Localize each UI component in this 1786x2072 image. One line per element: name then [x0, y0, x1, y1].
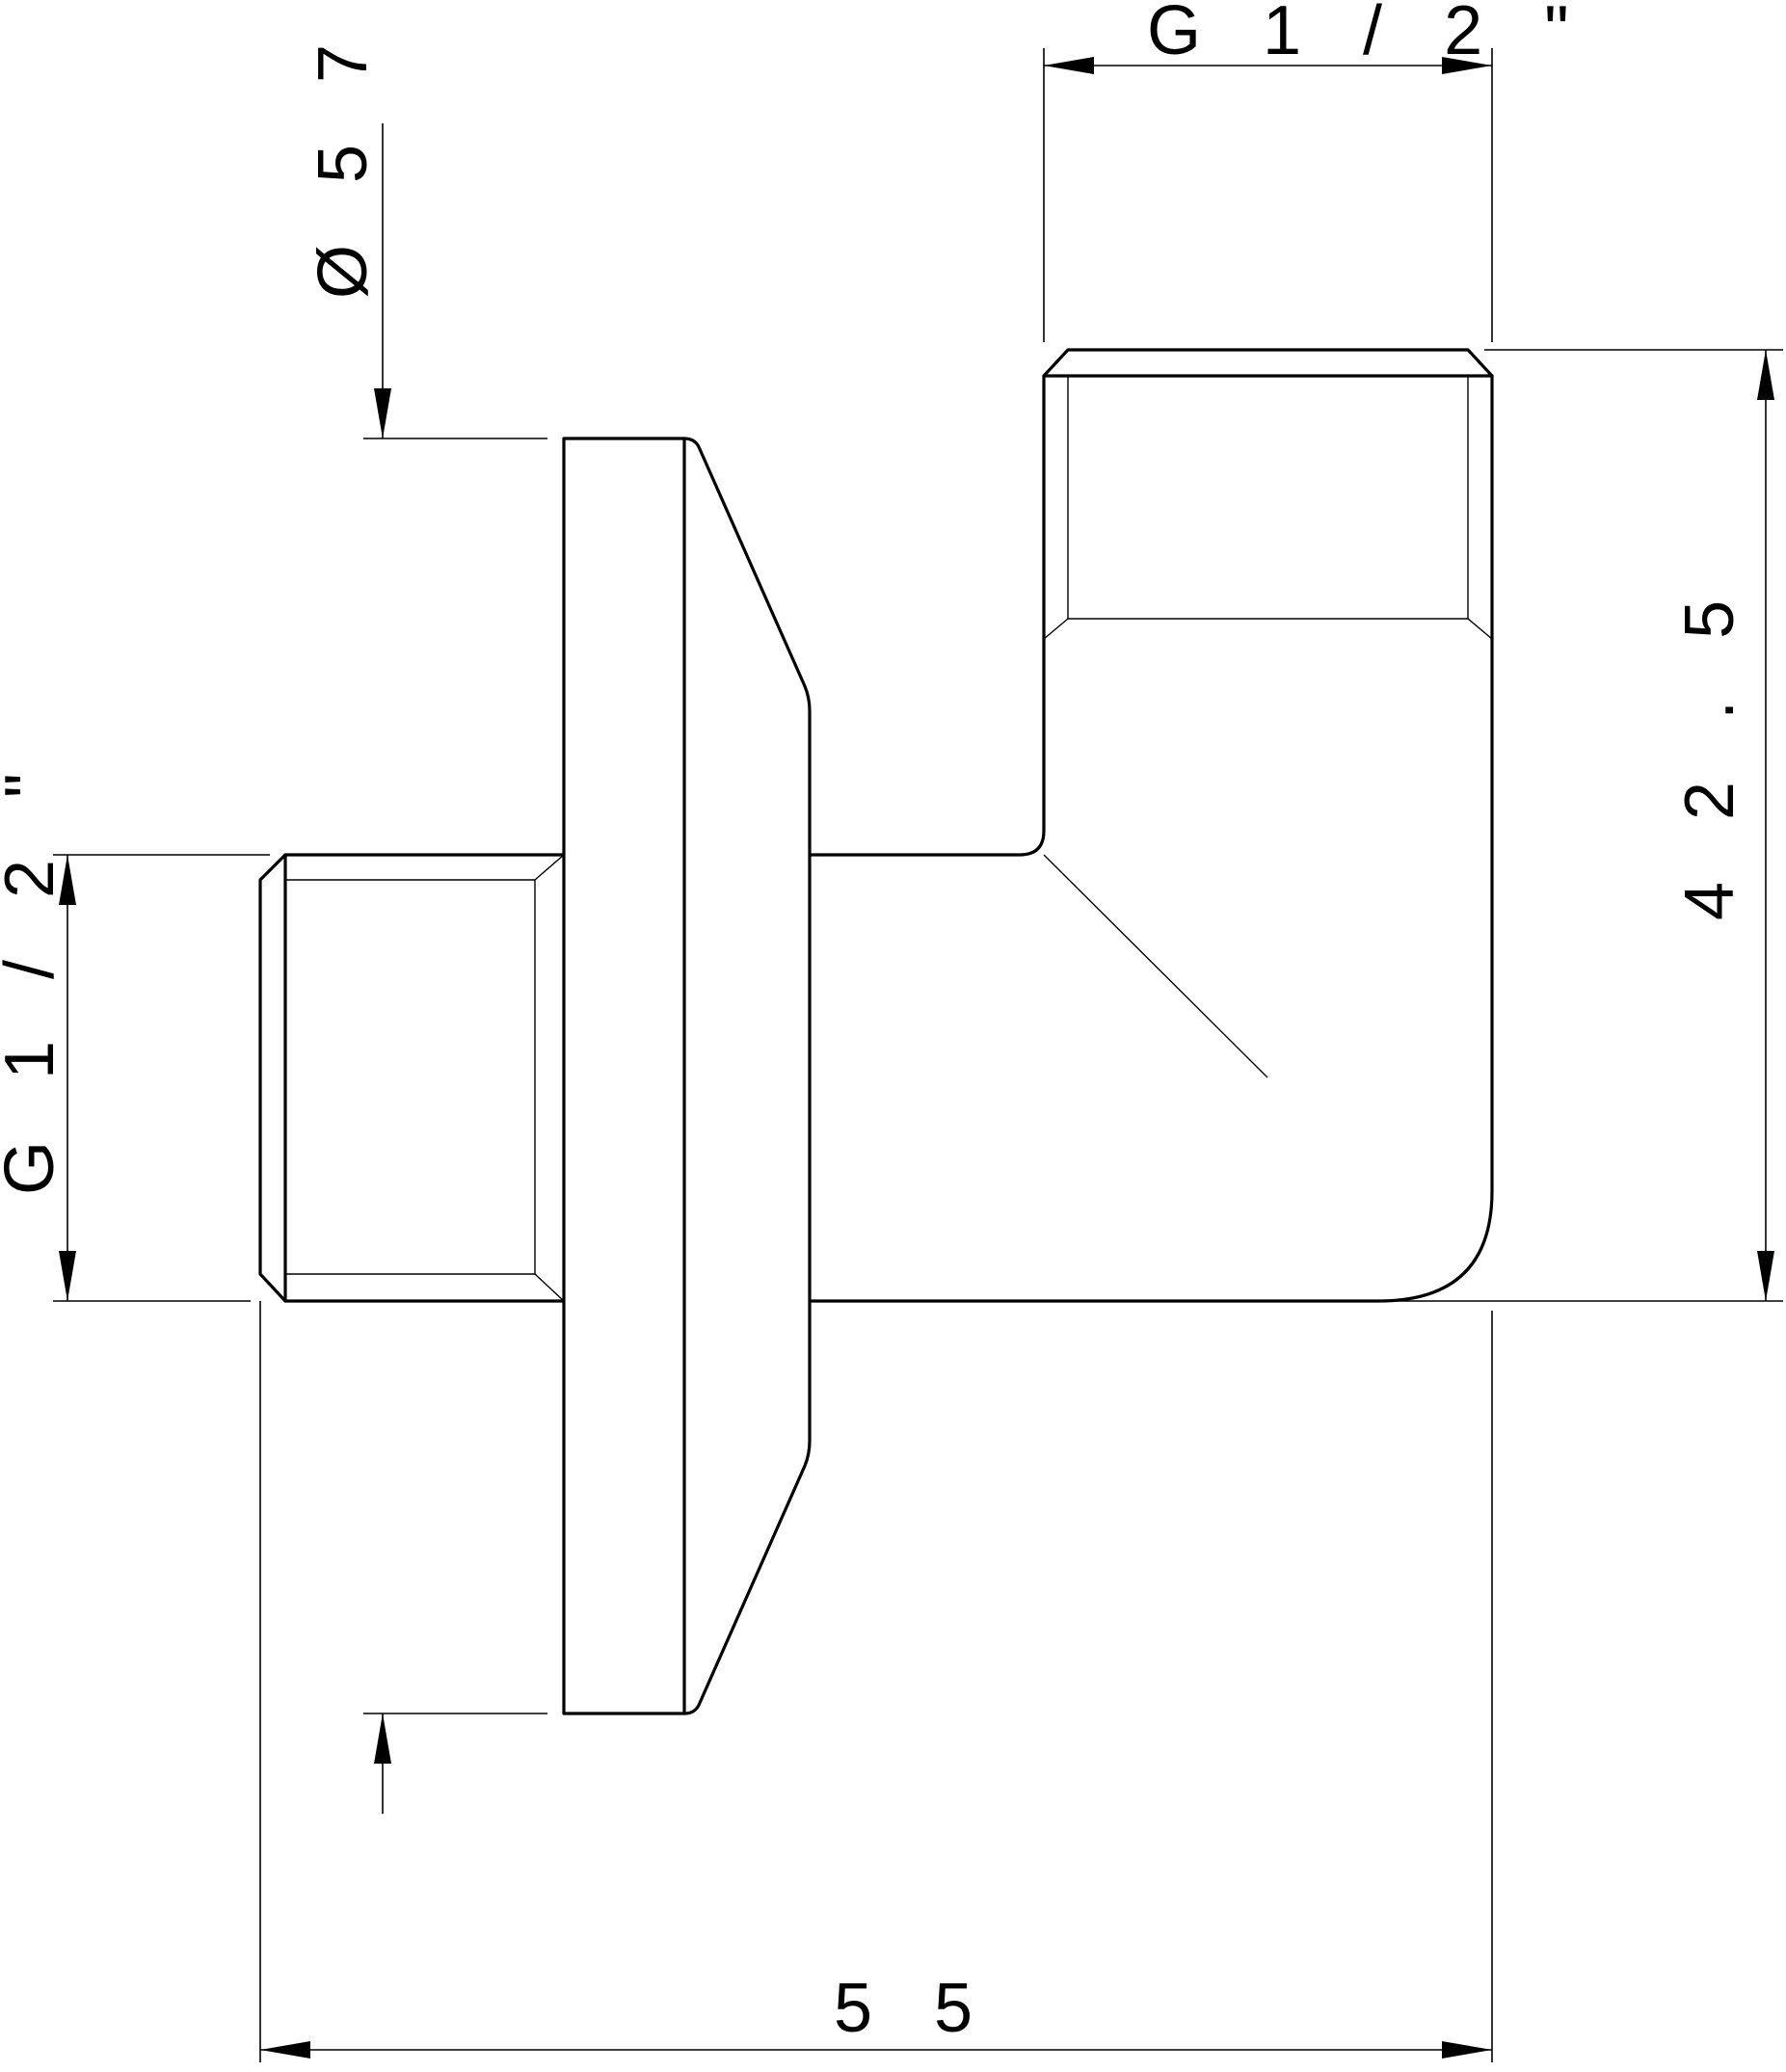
top-thread-inner-chamfer-r — [1467, 618, 1493, 640]
top-thread — [1042, 348, 1494, 641]
flange-diameter-label: Ø 5 7 — [305, 23, 382, 299]
top-thread-inner-chamfer-l — [1043, 618, 1069, 640]
arrowhead — [1442, 57, 1492, 74]
top-thread-label: G 1 / 2 " — [1147, 0, 1590, 69]
dimension-height: 4 2 . 5 — [1388, 349, 1783, 1302]
left-thread-inner-chamfer-b — [534, 1273, 565, 1302]
elbow-body — [808, 637, 1494, 1303]
left-thread — [258, 853, 566, 1303]
fitting-body — [258, 348, 1494, 1715]
left-thread-inner-chamfer-t — [534, 854, 565, 881]
left-thread-inner — [285, 879, 536, 1275]
arrowhead — [1442, 2041, 1492, 2059]
dimension-left-thread: G 1 / 2 " — [0, 752, 270, 1302]
left-thread-label: G 1 / 2 " — [0, 752, 68, 1195]
arrowhead — [59, 1251, 76, 1301]
arrowhead — [1757, 350, 1774, 400]
arrowhead — [59, 855, 76, 905]
top-thread-inner — [1067, 376, 1469, 620]
arrowhead — [260, 2041, 310, 2059]
elbow-bend-line — [1043, 854, 1268, 1078]
arrowhead — [1044, 57, 1094, 74]
arrowhead — [1757, 1251, 1774, 1301]
dimension-flange-diameter: Ø 5 7 — [305, 23, 547, 1814]
flange-plate — [562, 437, 812, 1715]
arrowhead — [374, 1713, 391, 1764]
length-label: 5 5 — [834, 1970, 994, 2047]
height-label: 4 2 . 5 — [1671, 579, 1748, 920]
dimension-length: 5 5 — [259, 1301, 1493, 2062]
arrowhead — [374, 388, 391, 438]
dimension-top-thread: G 1 / 2 " — [1043, 0, 1590, 342]
